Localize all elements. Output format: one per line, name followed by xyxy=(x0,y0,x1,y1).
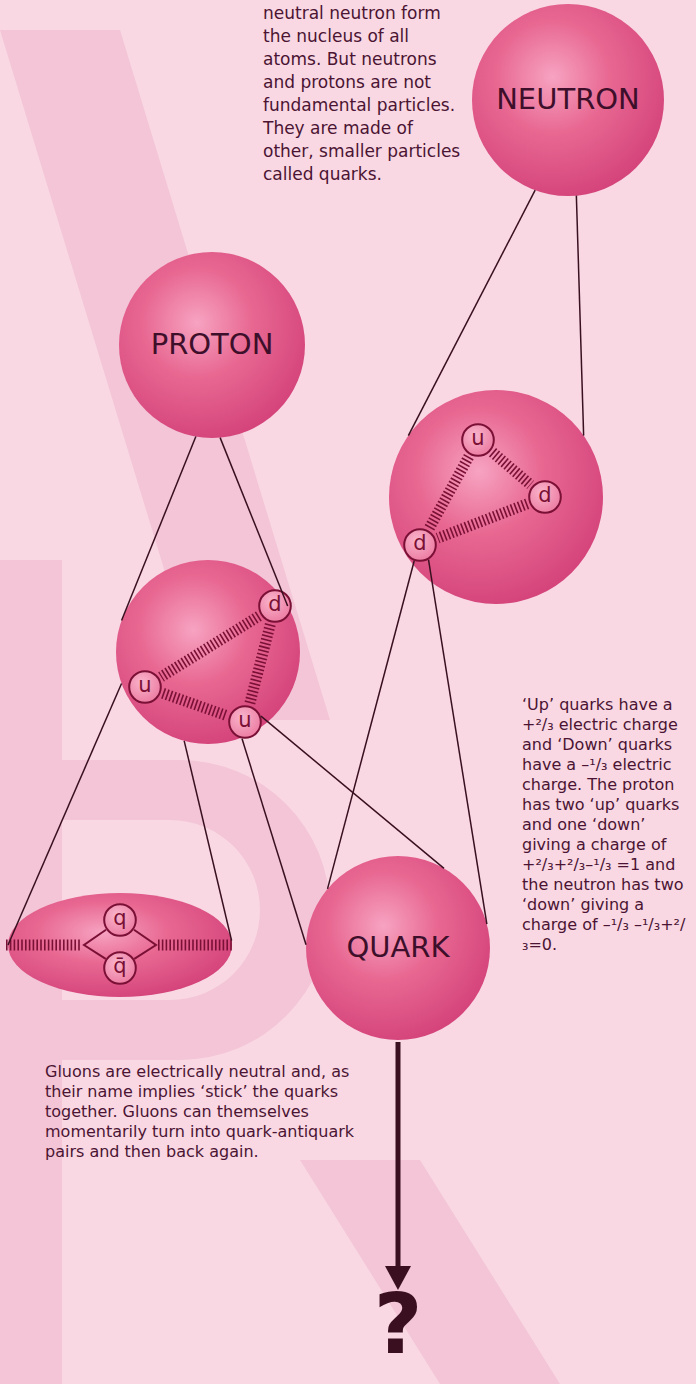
zoom-circle-outline xyxy=(116,560,300,744)
quark-circle-fill xyxy=(259,590,291,622)
quark-circle: d xyxy=(528,480,562,514)
quark-circle: d xyxy=(258,589,292,623)
quark-circle: q xyxy=(103,903,137,937)
zoom-circle: d u u xyxy=(116,560,300,744)
particle-sphere: QUARK xyxy=(306,856,490,1040)
quark-symbol: u xyxy=(471,427,484,450)
quark-circle-fill xyxy=(229,706,261,738)
charge-note: ‘Up’ quarks have a +²/₃ electric charge … xyxy=(522,695,690,955)
quark-symbol: d xyxy=(413,532,426,555)
quark-symbol: u xyxy=(238,709,251,732)
quark-circle-fill xyxy=(104,904,136,936)
gluon-ellipse: q q̄ xyxy=(8,893,232,997)
particle-name: NEUTRON xyxy=(496,84,640,116)
quark-circle: u xyxy=(228,705,262,739)
zoom-circle-outline xyxy=(389,390,603,604)
question-mark: ? xyxy=(358,1282,438,1366)
zoom-line xyxy=(261,716,444,868)
quark-circle-fill xyxy=(462,424,494,456)
quark-circle-fill xyxy=(529,481,561,513)
zoom-line xyxy=(576,196,583,436)
zoom-line xyxy=(242,739,306,945)
particle-sphere-fill xyxy=(119,252,305,438)
gluon-ellipse-fill xyxy=(8,893,232,997)
intro-text: neutral neutron form the nucleus of all … xyxy=(263,2,463,186)
quark-circle-fill xyxy=(104,952,136,984)
particle-sphere: PROTON xyxy=(119,252,305,438)
gluon-note: Gluons are electrically neutral and, as … xyxy=(45,1062,355,1162)
quark-circle-fill xyxy=(404,529,436,561)
watermark-shape xyxy=(300,1160,560,1384)
zoom-circle-fill xyxy=(116,560,300,744)
quark-symbol: q xyxy=(113,907,126,930)
particle-sphere-fill xyxy=(306,856,490,1040)
quark-circle: q̄ xyxy=(103,951,137,985)
zoom-circle-fill xyxy=(389,390,603,604)
quark-symbol: d xyxy=(268,593,281,616)
quark-symbol: u xyxy=(138,674,151,697)
quark-symbol: d xyxy=(538,484,551,507)
quark-circle: u xyxy=(461,423,495,457)
quark-circle: d xyxy=(403,528,437,562)
arrow-shaft xyxy=(396,1042,401,1268)
particle-name: QUARK xyxy=(346,932,449,964)
quark-symbol: q̄ xyxy=(113,955,126,978)
particle-sphere: NEUTRON xyxy=(472,4,664,196)
zoom-circle: u d d xyxy=(389,390,603,604)
quark-circle: u xyxy=(128,670,162,704)
particle-sphere-fill xyxy=(472,4,664,196)
particle-name: PROTON xyxy=(151,329,274,361)
zoom-line xyxy=(328,561,415,889)
quark-circle-fill xyxy=(129,671,161,703)
